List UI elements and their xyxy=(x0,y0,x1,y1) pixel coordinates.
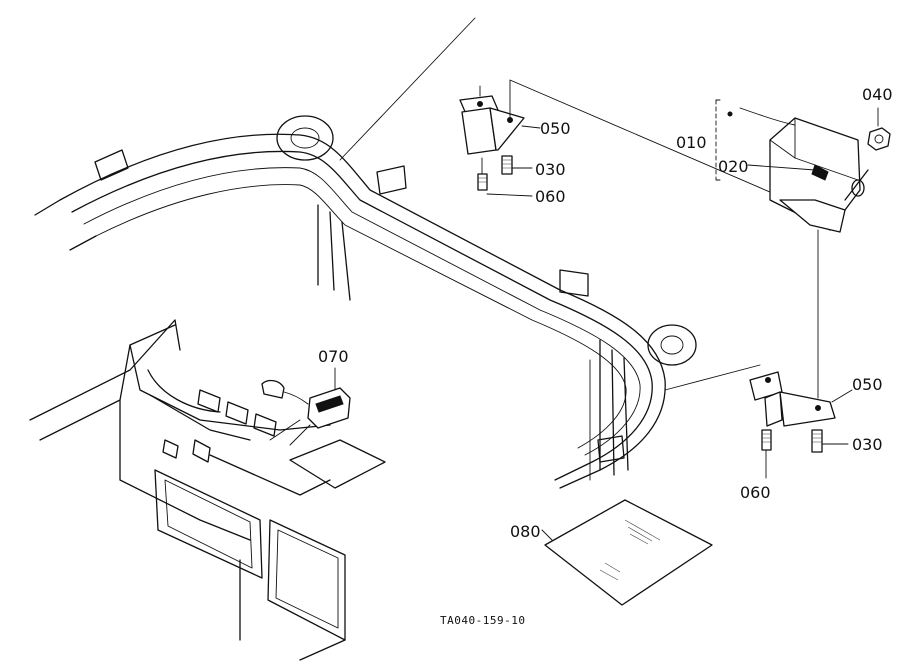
callout-030-upper: 030 xyxy=(535,160,566,179)
callout-050-lower: 050 xyxy=(852,375,883,394)
callout-020: 020 xyxy=(718,157,749,176)
callout-030-lower: 030 xyxy=(852,435,883,454)
callout-040: 040 xyxy=(862,85,893,104)
switch-assembly[interactable] xyxy=(261,367,351,446)
bolt-060-lower[interactable] xyxy=(761,429,772,479)
callout-080: 080 xyxy=(510,522,541,541)
bolt-030-lower[interactable] xyxy=(811,429,849,453)
rops-frame xyxy=(34,17,761,489)
operator-manual-booklet[interactable] xyxy=(541,499,713,606)
nut-040[interactable] xyxy=(867,107,891,151)
dashboard-body xyxy=(29,319,386,661)
bracket-upper[interactable] xyxy=(459,79,801,206)
callout-050-upper: 050 xyxy=(540,119,571,138)
work-lamp-assembly[interactable] xyxy=(715,99,869,399)
callout-010: 010 xyxy=(676,133,707,152)
callout-060-lower: 060 xyxy=(740,483,771,502)
callout-070: 070 xyxy=(318,347,349,366)
bolt-060-upper[interactable] xyxy=(477,157,533,197)
bolt-030-upper[interactable] xyxy=(501,155,533,175)
figure-code: TA040-159-10 xyxy=(440,614,525,627)
bracket-lower[interactable] xyxy=(749,371,853,427)
callout-060-upper: 060 xyxy=(535,187,566,206)
